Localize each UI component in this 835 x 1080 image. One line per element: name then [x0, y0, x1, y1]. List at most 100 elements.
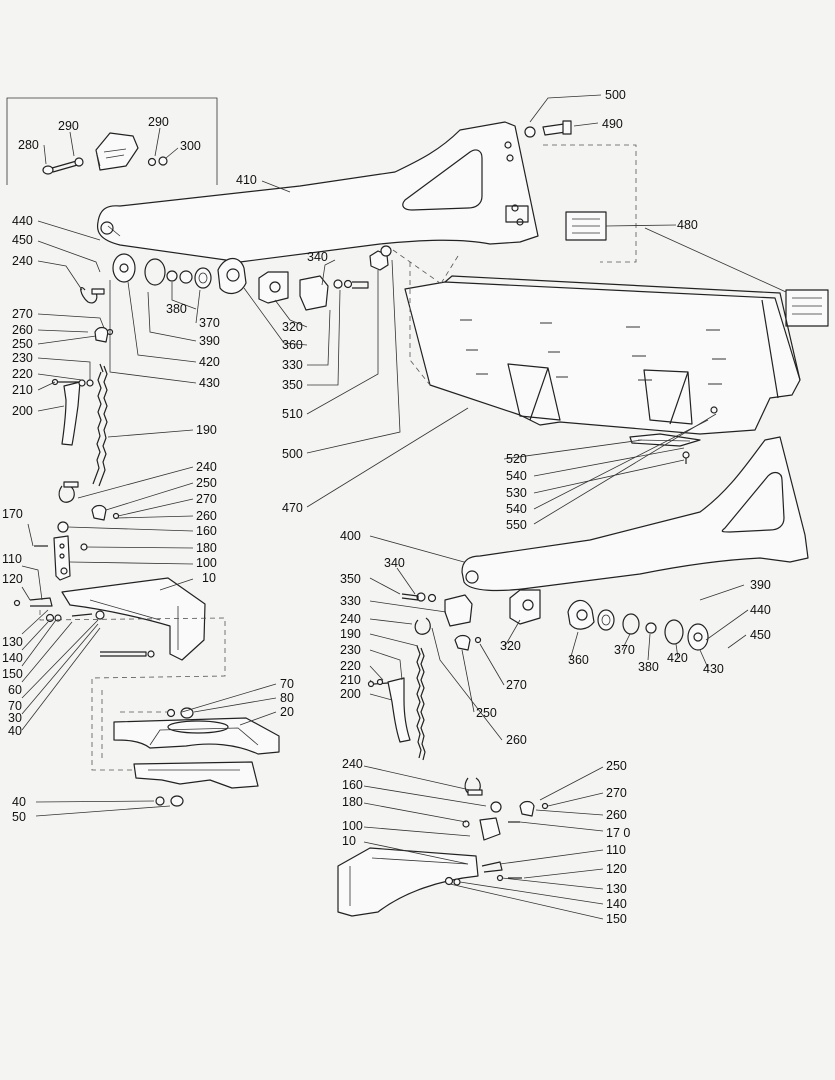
part-nut-510 [369, 245, 392, 271]
part-shackle-240b [58, 481, 79, 503]
part-strap-200b [387, 677, 411, 743]
part-plate-480 [565, 211, 607, 241]
callout-490: 490 [602, 117, 623, 131]
callout-120: 120 [606, 862, 627, 876]
callout-470: 470 [282, 501, 303, 515]
callout-160: 160 [196, 524, 217, 538]
callout-500: 500 [282, 447, 303, 461]
callout-240: 240 [342, 757, 363, 771]
callout-260: 260 [196, 509, 217, 523]
callout-180: 180 [342, 795, 363, 809]
callout-230: 230 [340, 643, 361, 657]
callout-420: 420 [199, 355, 220, 369]
callout-380: 380 [166, 302, 187, 316]
callout-500: 500 [605, 88, 626, 102]
callout-210: 210 [12, 383, 33, 397]
part-washer-380b [622, 613, 657, 635]
assembly-dashed-lines [39, 144, 637, 771]
callout-280: 280 [18, 138, 39, 152]
part-bolt-340-350 [333, 279, 369, 289]
callout-440: 440 [12, 214, 33, 228]
callout-200: 200 [340, 687, 361, 701]
part-strap-200a [61, 381, 81, 446]
part-frame-10a [13, 577, 206, 661]
part-washer-380-390 [166, 270, 193, 284]
callout-10: 10 [342, 834, 356, 848]
callout-180: 180 [196, 541, 217, 555]
callout-340: 340 [384, 556, 405, 570]
callout-420: 420 [667, 651, 688, 665]
part-crossbar-20 [113, 717, 280, 755]
part-cam-360b [567, 599, 595, 630]
callout-350: 350 [282, 378, 303, 392]
part-cam-360 [217, 257, 247, 294]
callout-260: 260 [606, 808, 627, 822]
callout-80: 80 [280, 691, 294, 705]
part-clip-250b [91, 504, 120, 521]
callout-270: 270 [12, 307, 33, 321]
callout-210: 210 [340, 673, 361, 687]
callout-130: 130 [606, 882, 627, 896]
part-bushing-370b [597, 609, 615, 631]
callout-260: 260 [12, 323, 33, 337]
part-shackle-240c [414, 617, 431, 635]
callout-510: 510 [282, 407, 303, 421]
callout-270: 270 [606, 786, 627, 800]
callout-330: 330 [282, 358, 303, 372]
callout-70: 70 [8, 699, 22, 713]
callout-60: 60 [8, 683, 22, 697]
callout-320: 320 [500, 639, 521, 653]
callout-150: 150 [606, 912, 627, 926]
callout-330: 330 [340, 594, 361, 608]
callout-270: 270 [506, 678, 527, 692]
part-nut-70-80 [166, 707, 194, 719]
callout-370: 370 [199, 316, 220, 330]
part-cutting-edge-520 [629, 406, 718, 464]
part-bushing-370 [194, 267, 212, 289]
part-base-frame [133, 761, 259, 789]
callout-250: 250 [12, 337, 33, 351]
callout-530: 530 [506, 486, 527, 500]
callout-380: 380 [638, 660, 659, 674]
part-handle-pin-280 [42, 159, 82, 175]
callout-250: 250 [606, 759, 627, 773]
part-nut-40-50 [155, 795, 184, 807]
part-clip-250c [454, 634, 482, 651]
callout-170: 17 0 [606, 826, 630, 840]
callout-160: 160 [342, 778, 363, 792]
part-bracket-330 [299, 275, 329, 311]
part-link-160b [462, 801, 520, 841]
callout-360: 360 [282, 338, 303, 352]
callout-100: 100 [342, 819, 363, 833]
callout-390: 390 [199, 334, 220, 348]
callout-150: 150 [2, 667, 23, 681]
part-bracket-320 [258, 271, 289, 304]
part-frame-10b [337, 847, 522, 917]
callout-240: 240 [12, 254, 33, 268]
callout-50: 50 [12, 810, 26, 824]
part-plate-right [785, 289, 829, 327]
part-boom-arm-400 [461, 436, 809, 592]
callout-410: 410 [236, 173, 257, 187]
callout-290: 290 [58, 119, 79, 133]
callout-440: 440 [750, 603, 771, 617]
callout-250: 250 [476, 706, 497, 720]
callout-370: 370 [614, 643, 635, 657]
part-latch-block [95, 132, 139, 171]
callout-220: 220 [12, 367, 33, 381]
part-chain-190a [92, 363, 108, 487]
part-oring-420b [664, 619, 684, 645]
callout-540: 540 [506, 469, 527, 483]
part-bracket-330b [444, 594, 473, 627]
callout-550: 550 [506, 518, 527, 532]
callout-270: 270 [196, 492, 217, 506]
part-flange-430b [687, 623, 709, 651]
callout-320: 320 [282, 320, 303, 334]
callout-20: 20 [280, 705, 294, 719]
callout-110: 110 [2, 552, 22, 566]
callout-labels: 280 290 290 300 410 500 490 480 440 450 … [2, 88, 771, 926]
callout-480: 480 [677, 218, 698, 232]
leader-lines [21, 94, 787, 920]
